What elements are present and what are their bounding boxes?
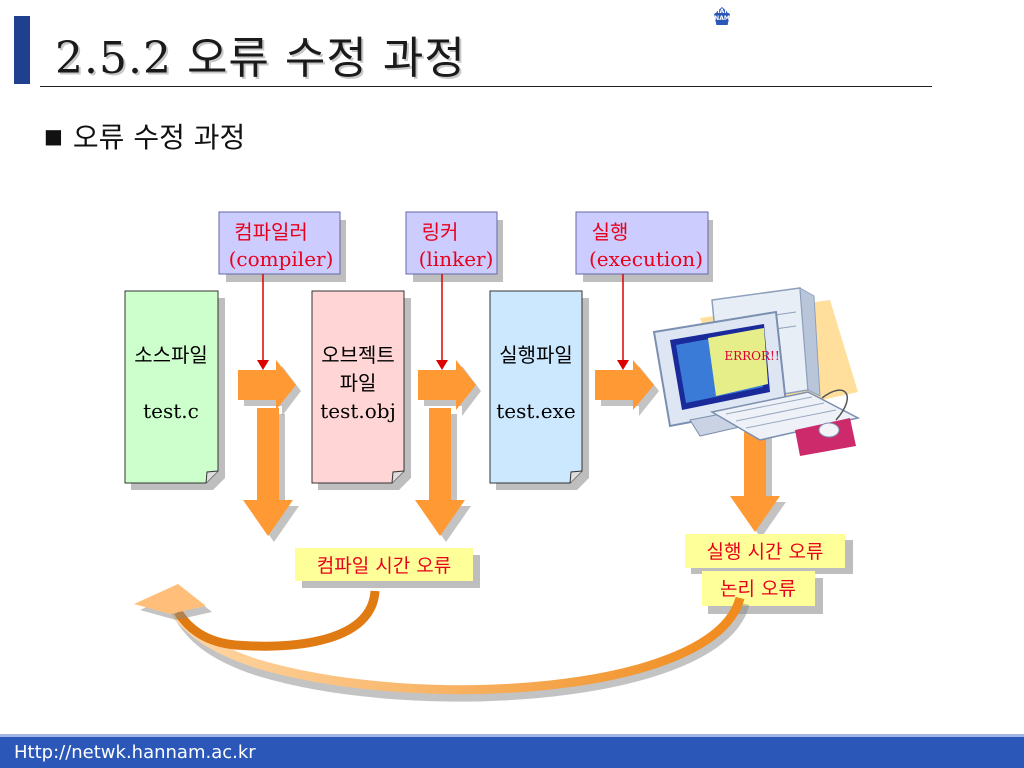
- university-name: HANNAM UNIVERSITY: [740, 5, 942, 26]
- linker-label-line1: 링커: [422, 220, 459, 244]
- object-file-label-line2: 파일: [340, 371, 377, 395]
- compiler-label: 컴파일러 (compiler): [218, 211, 346, 282]
- page-title: 2.5.2 오류 수정 과정: [55, 33, 466, 84]
- linker-label-line2: (linker): [419, 247, 494, 271]
- execution-label: 실행 (execution): [575, 211, 713, 282]
- feedback-arc-arrow: [134, 584, 750, 702]
- screen-error-text: ERROR!!: [724, 349, 779, 363]
- exe-file-label: 실행파일: [499, 343, 573, 367]
- bullet-item: ■ 오류 수정 과정: [44, 116, 245, 156]
- linker-label-box: [405, 211, 498, 275]
- link-arrow: [418, 360, 481, 416]
- footer-bar: Http://netwk.hannam.ac.kr: [0, 734, 1024, 768]
- source-file-label: 소스파일: [134, 343, 208, 367]
- object-file-doc: 오브젝트 파일 test.obj: [311, 290, 411, 490]
- compiler-pointer: [257, 274, 269, 370]
- compiler-label-box: [218, 211, 341, 275]
- title-underline: [40, 86, 932, 87]
- compile-error-text: 컴파일 시간 오류: [317, 555, 451, 577]
- bullet-marker: ■: [44, 124, 63, 148]
- object-file-label-line1: 오브젝트: [321, 343, 395, 367]
- object-file-name: test.obj: [320, 399, 396, 423]
- bullet-text: 오류 수정 과정: [72, 121, 246, 154]
- source-file-doc: 소스파일 test.c: [124, 290, 225, 490]
- execute-arrow: [595, 360, 659, 416]
- execution-label-line1: 실행: [592, 220, 629, 244]
- execution-label-box: [575, 211, 709, 275]
- computer-illustration-icon: ERROR!!: [652, 287, 861, 456]
- hannam-logo-text: HAN NAM: [714, 8, 730, 22]
- execution-pointer: [617, 274, 629, 370]
- compile-error-down-arrow: [243, 408, 299, 542]
- footer-url-link[interactable]: Http://netwk.hannam.ac.kr: [14, 742, 256, 763]
- compiler-label-line2: (compiler): [229, 247, 334, 271]
- compile-error-box: 컴파일 시간 오류: [295, 548, 480, 588]
- linker-label: 링커 (linker): [405, 211, 503, 282]
- logic-error-text: 논리 오류: [720, 578, 796, 600]
- compile-arrow: [238, 360, 301, 416]
- runtime-error-text: 실행 시간 오류: [707, 541, 824, 563]
- compiler-label-line1: 컴파일러: [234, 220, 308, 244]
- hannam-logo-icon: [710, 3, 734, 29]
- exe-file-doc: 실행파일 test.exe: [489, 290, 589, 490]
- error-correction-diagram: 컴파일러 (compiler) 링커 (linker) 실행 (executio…: [124, 211, 861, 702]
- linker-pointer: [436, 274, 448, 370]
- execution-label-line2: (execution): [589, 247, 703, 271]
- runtime-error-down-arrow: [730, 432, 786, 538]
- link-error-down-arrow: [415, 408, 471, 542]
- source-file-name: test.c: [143, 399, 199, 423]
- title-accent-bar: [14, 16, 30, 84]
- runtime-error-box: 실행 시간 오류 논리 오류: [685, 534, 853, 614]
- exe-file-name: test.exe: [496, 399, 575, 423]
